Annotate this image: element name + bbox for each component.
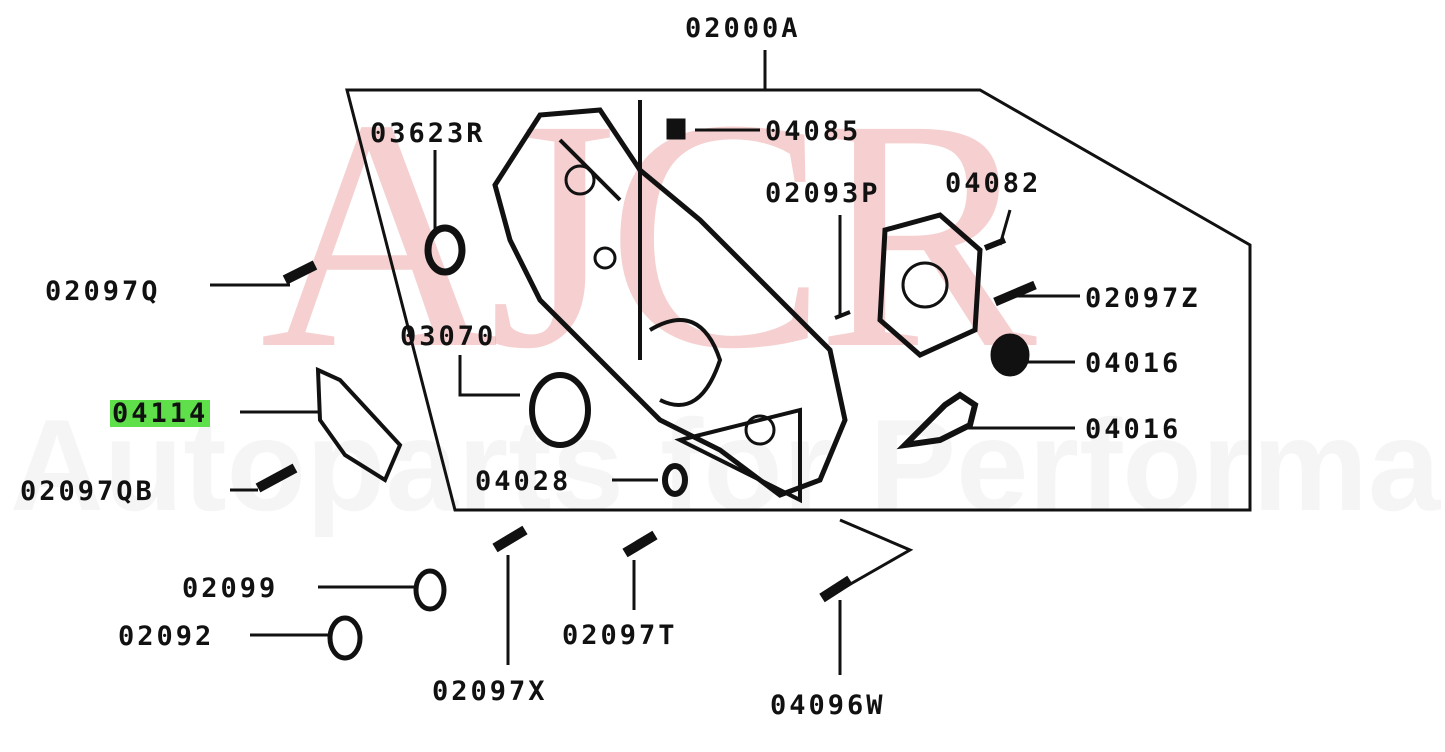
oring-02099 bbox=[413, 568, 447, 612]
label-pin2[interactable]: 04082 bbox=[945, 168, 1042, 199]
gear-04015 bbox=[896, 391, 979, 450]
label-plate-highlighted[interactable]: 04114 bbox=[110, 398, 211, 429]
gear-04016 bbox=[990, 333, 1030, 377]
bolt-02097x bbox=[492, 525, 528, 553]
seal-04028 bbox=[662, 463, 688, 497]
bolt-02097t bbox=[622, 530, 658, 558]
oil-pump-housing bbox=[492, 107, 848, 498]
pump-cover bbox=[877, 212, 983, 358]
label-assembly[interactable]: 02000A bbox=[685, 13, 801, 44]
label-bolt-t[interactable]: 02097T bbox=[562, 620, 678, 651]
label-bolt-z[interactable]: 02097Z bbox=[1085, 283, 1201, 314]
label-plug[interactable]: 04085 bbox=[765, 116, 862, 147]
label-pin[interactable]: 02093P bbox=[765, 178, 881, 209]
bolt-04096w bbox=[819, 575, 853, 603]
plate-04114 bbox=[315, 366, 403, 483]
bolt-02097qb bbox=[255, 463, 298, 493]
plug-04085 bbox=[666, 118, 686, 140]
label-oring1[interactable]: 02099 bbox=[182, 573, 279, 604]
seal-03070 bbox=[529, 372, 591, 448]
label-seal-top[interactable]: 03623R bbox=[370, 118, 486, 149]
label-gear-outer[interactable]: 04016 bbox=[1085, 348, 1182, 379]
assembly-outline bbox=[345, 88, 1252, 512]
seal-03623r bbox=[424, 224, 466, 276]
label-seal-small[interactable]: 04028 bbox=[475, 466, 572, 497]
label-bolt-qb[interactable]: 02097QB bbox=[20, 476, 155, 507]
bolt-02097q bbox=[282, 260, 318, 285]
label-bolt-q[interactable]: 02097Q bbox=[45, 276, 161, 307]
label-seal-main[interactable]: 03070 bbox=[400, 321, 497, 352]
label-bolt-x[interactable]: 02097X bbox=[432, 676, 548, 707]
bolt-02097z bbox=[993, 280, 1037, 307]
label-bolt-w[interactable]: 04096W bbox=[770, 690, 886, 721]
label-oring2[interactable]: 02092 bbox=[118, 621, 215, 652]
label-gear-inner[interactable]: 04016 bbox=[1085, 414, 1182, 445]
oring-02092 bbox=[327, 615, 363, 661]
